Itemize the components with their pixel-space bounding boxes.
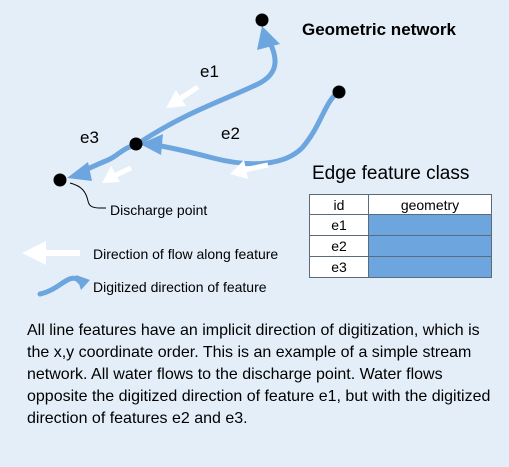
edge-e2-arrowhead — [140, 134, 163, 155]
table-cell-geometry — [368, 235, 492, 257]
table-cell-geometry — [368, 214, 492, 236]
edge-e1-arrowhead — [257, 26, 280, 50]
edge-e1-line — [133, 35, 278, 148]
column-header-geometry: geometry — [368, 194, 492, 215]
edge-label-e3: e3 — [80, 128, 99, 147]
network-diagram — [22, 13, 346, 297]
node-junction — [129, 137, 143, 151]
column-header-id: id — [309, 194, 369, 215]
legend-flow-arrow-icon — [22, 241, 80, 265]
node-discharge — [53, 173, 67, 187]
edge-feature-table: id geometry e1 e2 e3 — [309, 194, 492, 278]
table-cell-id: e1 — [309, 214, 369, 236]
table-cell-id: e3 — [309, 256, 369, 278]
discharge-leader-line — [69, 182, 106, 209]
table-row: e3 — [309, 256, 492, 278]
node-right — [332, 85, 346, 99]
discharge-point-label: Discharge point — [110, 202, 208, 218]
table-row: e1 — [309, 214, 492, 236]
edge-table-title: Edge feature class — [312, 163, 470, 184]
table-cell-id: e2 — [309, 235, 369, 257]
edge-label-e1: e1 — [200, 62, 219, 81]
table-row: e2 — [309, 235, 492, 257]
flow-arrow-e2 — [230, 160, 269, 179]
edge-label-e2: e2 — [221, 124, 240, 143]
node-top — [255, 13, 269, 27]
flow-arrow-e3 — [102, 165, 133, 183]
flow-arrow-e1 — [166, 84, 200, 108]
table-cell-geometry — [368, 256, 492, 278]
edge-e3-arrowhead — [67, 162, 92, 181]
legend-digitized-label: Digitized direction of feature — [93, 279, 267, 295]
caption-text: All line features have an implicit direc… — [27, 322, 491, 427]
diagram-title: Geometric network — [302, 20, 456, 39]
table-header-row: id geometry — [309, 194, 492, 215]
legend-flow-label: Direction of flow along feature — [93, 246, 279, 262]
legend-digitized-arrow-icon — [37, 275, 90, 297]
